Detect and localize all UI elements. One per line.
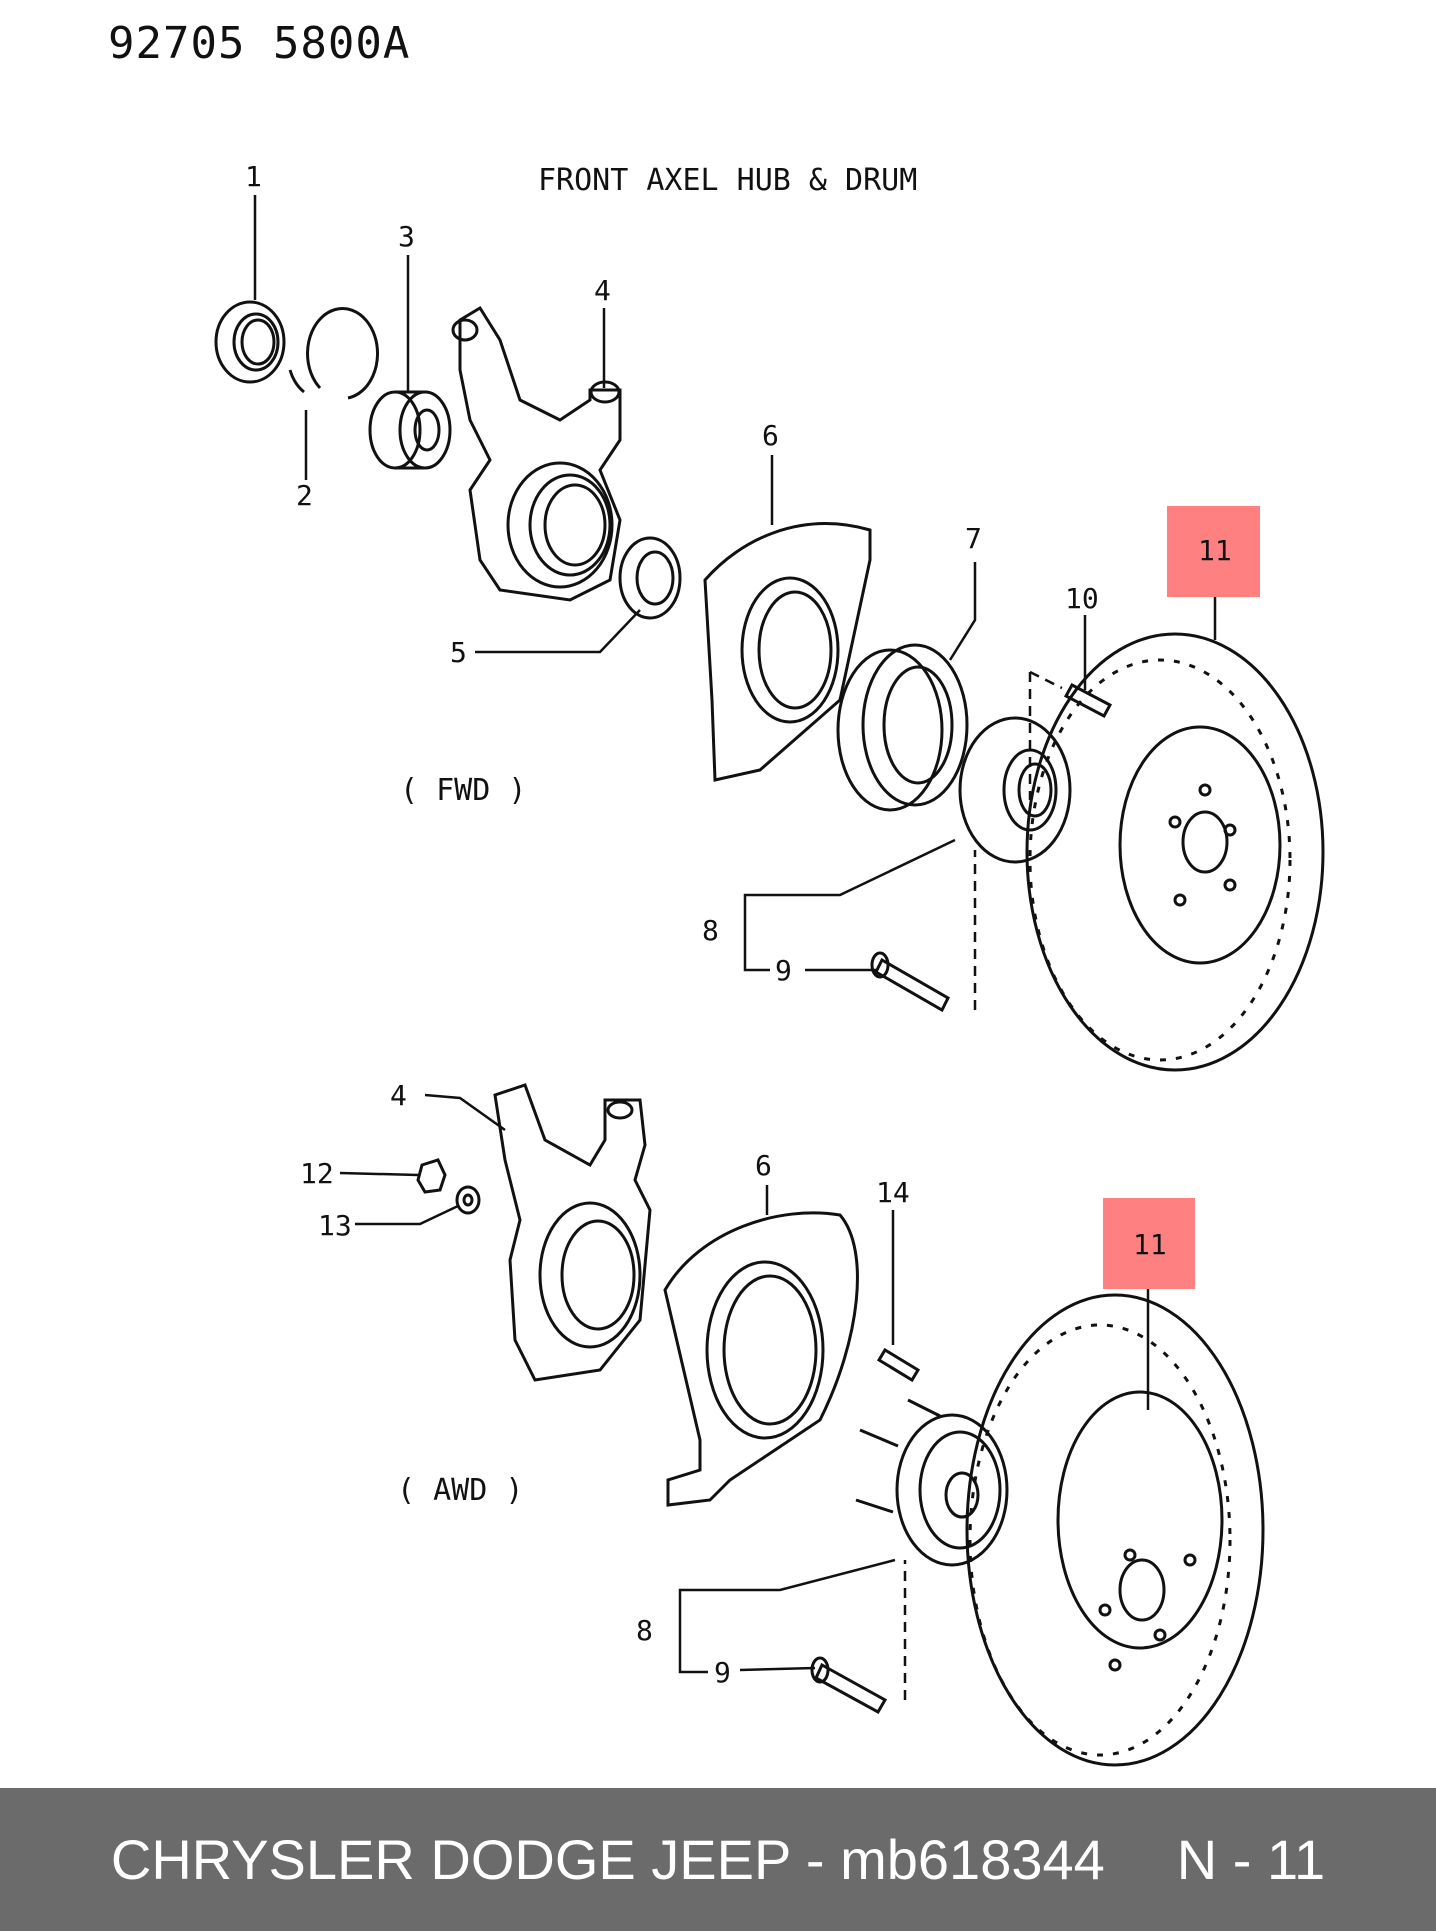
callout-11-fwd: 11 xyxy=(1198,534,1232,567)
highlight-box-awd xyxy=(1103,1198,1195,1289)
part-2-snap-ring xyxy=(288,307,379,400)
awd-label: ( AWD ) xyxy=(397,1473,523,1508)
footer-bar: CHRYSLER DODGE JEEP - mb618344 N - 11 xyxy=(0,1788,1436,1931)
awd-assembly: 4 12 13 6 14 8 9 11 ( AWD ) xyxy=(300,1079,1265,1767)
part-1-oil-seal xyxy=(214,300,286,384)
part-6-dust-shield xyxy=(703,522,872,782)
callout-10: 10 xyxy=(1065,582,1099,615)
highlight-box-fwd xyxy=(1167,506,1260,597)
part-8-hub xyxy=(958,716,1072,864)
callout-13: 13 xyxy=(318,1209,352,1242)
part-8-hub-awd xyxy=(855,1398,1009,1567)
callout-4-awd: 4 xyxy=(390,1079,407,1112)
callout-1: 1 xyxy=(245,160,262,193)
callout-9: 9 xyxy=(775,954,792,987)
part-12-nut xyxy=(416,1158,447,1194)
fwd-label: ( FWD ) xyxy=(400,773,526,808)
document-code: 92705 5800A xyxy=(108,18,411,69)
callout-4: 4 xyxy=(594,274,611,307)
callout-14: 14 xyxy=(876,1176,910,1209)
callout-3: 3 xyxy=(398,220,415,253)
part-5-seal xyxy=(618,536,682,620)
exploded-parts-diagram: FRONT AXEL HUB & DRUM xyxy=(214,160,1325,1767)
part-7-ring xyxy=(836,643,969,812)
callout-6-awd: 6 xyxy=(755,1149,772,1182)
footer-page-ref: N - 11 xyxy=(1176,1828,1326,1891)
part-4-knuckle xyxy=(451,305,622,602)
part-4-knuckle-awd xyxy=(493,1083,652,1382)
part-11-brake-rotor xyxy=(1025,632,1325,1072)
fwd-assembly: 1 2 3 4 5 6 7 8 9 10 11 ( FWD ) xyxy=(214,160,1325,1072)
part-9-hub-bolt-awd xyxy=(810,1656,888,1715)
footer-brand-part: CHRYSLER DODGE JEEP - mb618344 xyxy=(110,1828,1105,1891)
callout-6: 6 xyxy=(762,419,779,452)
part-9-hub-bolt xyxy=(870,951,950,1013)
callout-5: 5 xyxy=(450,636,467,669)
callout-2: 2 xyxy=(296,479,313,512)
part-10-screw xyxy=(1063,682,1113,719)
part-14-bolt xyxy=(876,1347,921,1383)
part-11-brake-rotor-awd xyxy=(965,1293,1265,1767)
callout-8: 8 xyxy=(702,914,719,947)
callout-7: 7 xyxy=(965,522,982,555)
callout-9-awd: 9 xyxy=(714,1656,731,1689)
part-3-bearing xyxy=(368,390,452,470)
diagram-title: FRONT AXEL HUB & DRUM xyxy=(538,163,917,198)
part-6-dust-shield-awd xyxy=(663,1211,859,1507)
callout-8-awd: 8 xyxy=(636,1614,653,1647)
callout-12: 12 xyxy=(300,1157,334,1190)
part-13-washer xyxy=(455,1185,481,1215)
callout-11-awd: 11 xyxy=(1133,1228,1167,1261)
fwd-guide-dash xyxy=(973,670,1063,1010)
